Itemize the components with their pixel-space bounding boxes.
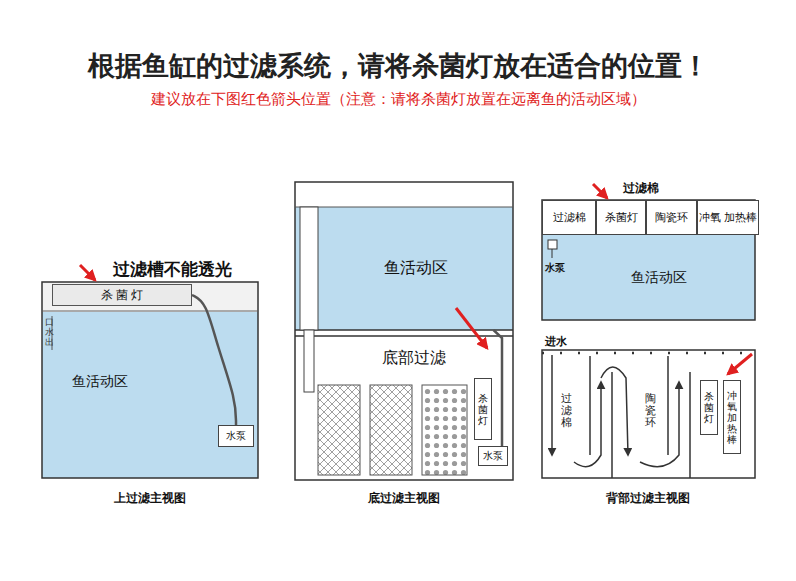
node-text: 鱼活动区	[631, 269, 687, 287]
sterilizer-compartment: 杀 菌 灯	[52, 284, 192, 306]
callout-label: 过滤棉	[623, 180, 659, 197]
bottom-filter-tank-part	[370, 385, 412, 475]
sterilizer-lamp: 杀菌灯	[474, 378, 492, 440]
fish-area: 鱼活动区	[318, 207, 513, 330]
node-text: 杀菌灯	[704, 391, 714, 424]
pump-label: 水泵	[545, 261, 565, 275]
fish-area: 鱼活动区	[562, 235, 755, 320]
rear-filter-front-view-part	[667, 356, 669, 455]
rear-filter-front-view-part	[551, 355, 553, 455]
bottom-filter-tank	[295, 182, 513, 480]
rear-filter-front-view-part	[574, 382, 601, 467]
outlet-label: 口水出	[45, 318, 54, 348]
top-filter-tank-part	[42, 282, 258, 478]
top-filter-tank-part	[42, 311, 258, 312]
rear-filter-front-view-part	[728, 354, 752, 374]
sterilizer-lamp: 杀菌灯	[700, 380, 718, 435]
node-text: 杀 菌 灯	[101, 287, 144, 304]
sump-area: 底部过滤杀菌灯水泵	[318, 338, 510, 380]
bottom-filter-tank-part	[300, 207, 318, 330]
node-text: 底部过滤	[382, 348, 446, 369]
chamber-label: 陶瓷环	[645, 392, 656, 428]
rear-filter-front-view-part	[601, 367, 628, 455]
inlet-label: 进水	[545, 334, 567, 349]
rear-filter-front-view-part	[640, 382, 679, 467]
node-text: 杀菌灯	[478, 393, 488, 426]
rear-filter-front-view-part	[542, 352, 755, 355]
bottom-filter-tank-part	[456, 308, 487, 348]
node-text: 水泵	[483, 449, 503, 463]
chamber-label: 过滤棉	[561, 392, 572, 428]
rear-filter-front-view-part	[589, 356, 591, 455]
node-text: 鱼活动区	[384, 258, 448, 279]
warning-label: 过滤槽不能透光	[113, 258, 232, 281]
bottom-filter-tank-part	[295, 207, 513, 208]
rear-filter-top-view-part	[548, 240, 557, 249]
water-pipe	[494, 330, 503, 446]
node-text: 冲氧加热棒	[727, 390, 737, 445]
bottom-filter-tank-part	[295, 182, 513, 480]
node-text: 陶瓷环	[655, 210, 688, 225]
bottom-filter-tank-part	[295, 329, 513, 331]
view-caption: 底过滤主视图	[368, 490, 440, 507]
filter-compartment: 过滤棉	[542, 200, 596, 235]
rear-filter-front-view-part	[689, 372, 691, 478]
fish-area: 鱼活动区水泵	[42, 312, 258, 478]
node-text: 冲氧 加热棒	[699, 210, 757, 225]
node-text: 过滤棉	[553, 210, 586, 225]
subtitle-note: 建议放在下图红色箭头位置（注意：请将杀菌灯放置在远离鱼的活动区域）	[151, 90, 646, 109]
node-text: 水泵	[226, 429, 246, 443]
node-text: 杀菌灯	[605, 210, 638, 225]
bottom-filter-tank-part	[295, 335, 513, 337]
rear-filter-top-view-part	[552, 249, 553, 258]
rear-filter-top-view-part	[542, 235, 755, 320]
bottom-filter-tank-part	[422, 385, 467, 475]
page-title: 根据鱼缸的过滤系统，请将杀菌灯放在适合的位置！	[88, 48, 709, 84]
rear-filter-top-view-part	[593, 184, 607, 198]
top-filter-tank	[42, 265, 258, 478]
heater-rod: 冲氧加热棒	[723, 380, 741, 454]
rear-filter-front-view-part	[542, 350, 755, 478]
bottom-filter-tank-part	[295, 207, 513, 330]
filter-compartment: 陶瓷环	[646, 200, 697, 235]
top-filter-tank-part	[80, 265, 95, 280]
heater-compartment: 冲氧 加热棒	[697, 200, 759, 235]
bottom-filter-tank-part	[304, 330, 314, 392]
view-caption: 上过滤主视图	[114, 490, 186, 507]
rear-filter-front-view	[542, 350, 755, 478]
top-filter-tank-part	[42, 282, 258, 310]
rear-filter-front-view-part	[611, 372, 613, 478]
water-pump: 水泵	[478, 446, 508, 466]
top-filter-tank-part	[42, 312, 258, 478]
water-pump: 水泵	[218, 425, 254, 447]
bottom-filter-tank-part	[318, 385, 360, 475]
view-caption: 背部过滤主视图	[606, 490, 690, 507]
sterilizer-compartment: 杀菌灯	[596, 200, 646, 235]
water-pipe	[192, 295, 236, 425]
node-text: 鱼活动区	[72, 373, 128, 391]
